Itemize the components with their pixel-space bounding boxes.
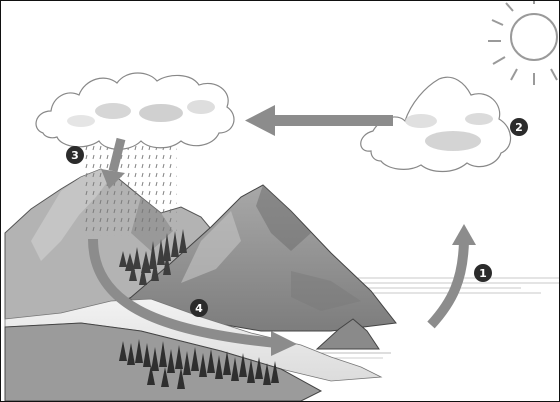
svg-text:2: 2 — [515, 121, 523, 134]
svg-text:4: 4 — [195, 302, 203, 315]
label-badge-precipitation: 3 — [66, 146, 84, 164]
cloud-icon — [36, 73, 234, 149]
label-badge-evaporation: 1 — [474, 264, 492, 282]
svg-text:3: 3 — [71, 149, 79, 162]
svg-text:1: 1 — [479, 267, 487, 280]
label-badge-runoff: 4 — [190, 299, 208, 317]
label-badge-condensation: 2 — [510, 118, 528, 136]
arrow-icon — [431, 224, 476, 325]
sun-icon — [488, 1, 557, 85]
rain-icon — [81, 141, 177, 236]
